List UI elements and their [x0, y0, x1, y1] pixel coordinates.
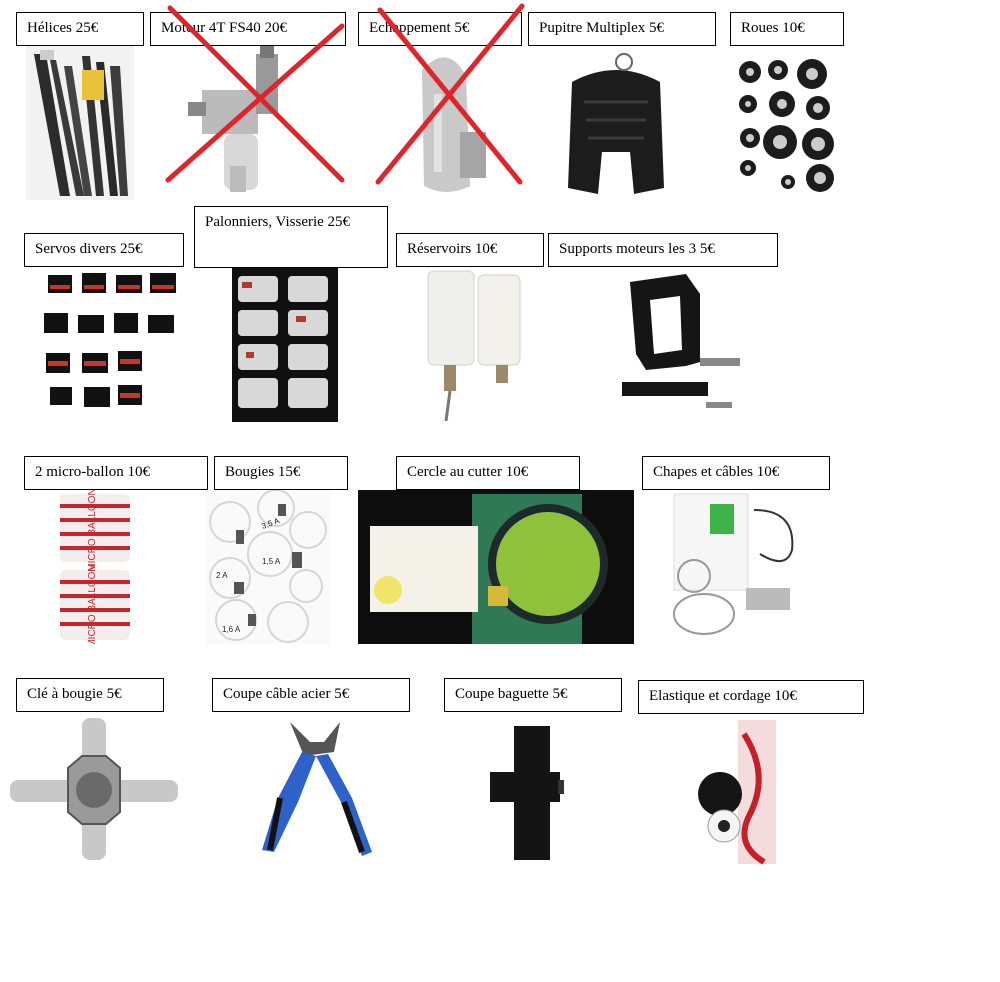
photo-micro-ballon: MICRO BALLOON MICRO BALLOON — [52, 490, 138, 644]
photo-elastique — [694, 714, 782, 866]
photo-palonniers — [232, 268, 338, 422]
label-moteur: Moteur 4T FS40 20€ — [150, 12, 346, 46]
label-elastique: Elastique et cordage 10€ — [638, 680, 864, 714]
micro-balloon-label-1: MICRO BALLOON — [87, 490, 98, 572]
label-echappement: Echappement 5€ — [358, 12, 522, 46]
photo-bougies: 3,5 A 1,5 A 2 A 1,6 A — [206, 490, 330, 644]
photo-reservoirs — [424, 267, 524, 421]
label-servos: Servos divers 25€ — [24, 233, 184, 267]
bougie-label-4: 1,6 A — [222, 625, 241, 634]
photo-coupe-cable — [244, 712, 380, 866]
micro-balloon-label-2: MICRO BALLOON — [87, 564, 98, 644]
label-bougies: Bougies 15€ — [214, 456, 348, 490]
photo-cle-bougie — [4, 712, 184, 866]
label-palonniers: Palonniers, Visserie 25€ — [194, 206, 388, 268]
bougie-label-3: 2 A — [216, 571, 228, 580]
photo-pupitre — [564, 48, 668, 200]
photo-helices — [26, 46, 134, 200]
label-chapes: Chapes et câbles 10€ — [642, 456, 830, 490]
label-micro-ballon: 2 micro-ballon 10€ — [24, 456, 208, 490]
photo-echappement — [408, 48, 492, 198]
photo-supports — [616, 270, 746, 420]
label-coupe-baguette: Coupe baguette 5€ — [444, 678, 622, 712]
label-roues: Roues 10€ — [730, 12, 844, 46]
photo-coupe-baguette — [484, 722, 566, 862]
label-supports: Supports moteurs les 3 5€ — [548, 233, 778, 267]
photo-chapes — [666, 490, 798, 644]
photo-servos — [38, 267, 186, 421]
photo-cercle — [358, 490, 634, 644]
label-pupitre: Pupitre Multiplex 5€ — [528, 12, 716, 46]
label-reservoirs: Réservoirs 10€ — [396, 233, 544, 267]
label-helices: Hélices 25€ — [16, 12, 144, 46]
label-cercle: Cercle au cutter 10€ — [396, 456, 580, 490]
photo-moteur — [186, 46, 290, 196]
label-coupe-cable: Coupe câble acier 5€ — [212, 678, 410, 712]
label-cle-bougie: Clé à bougie 5€ — [16, 678, 164, 712]
photo-roues — [734, 56, 840, 200]
bougie-label-2: 1,5 A — [262, 557, 281, 566]
